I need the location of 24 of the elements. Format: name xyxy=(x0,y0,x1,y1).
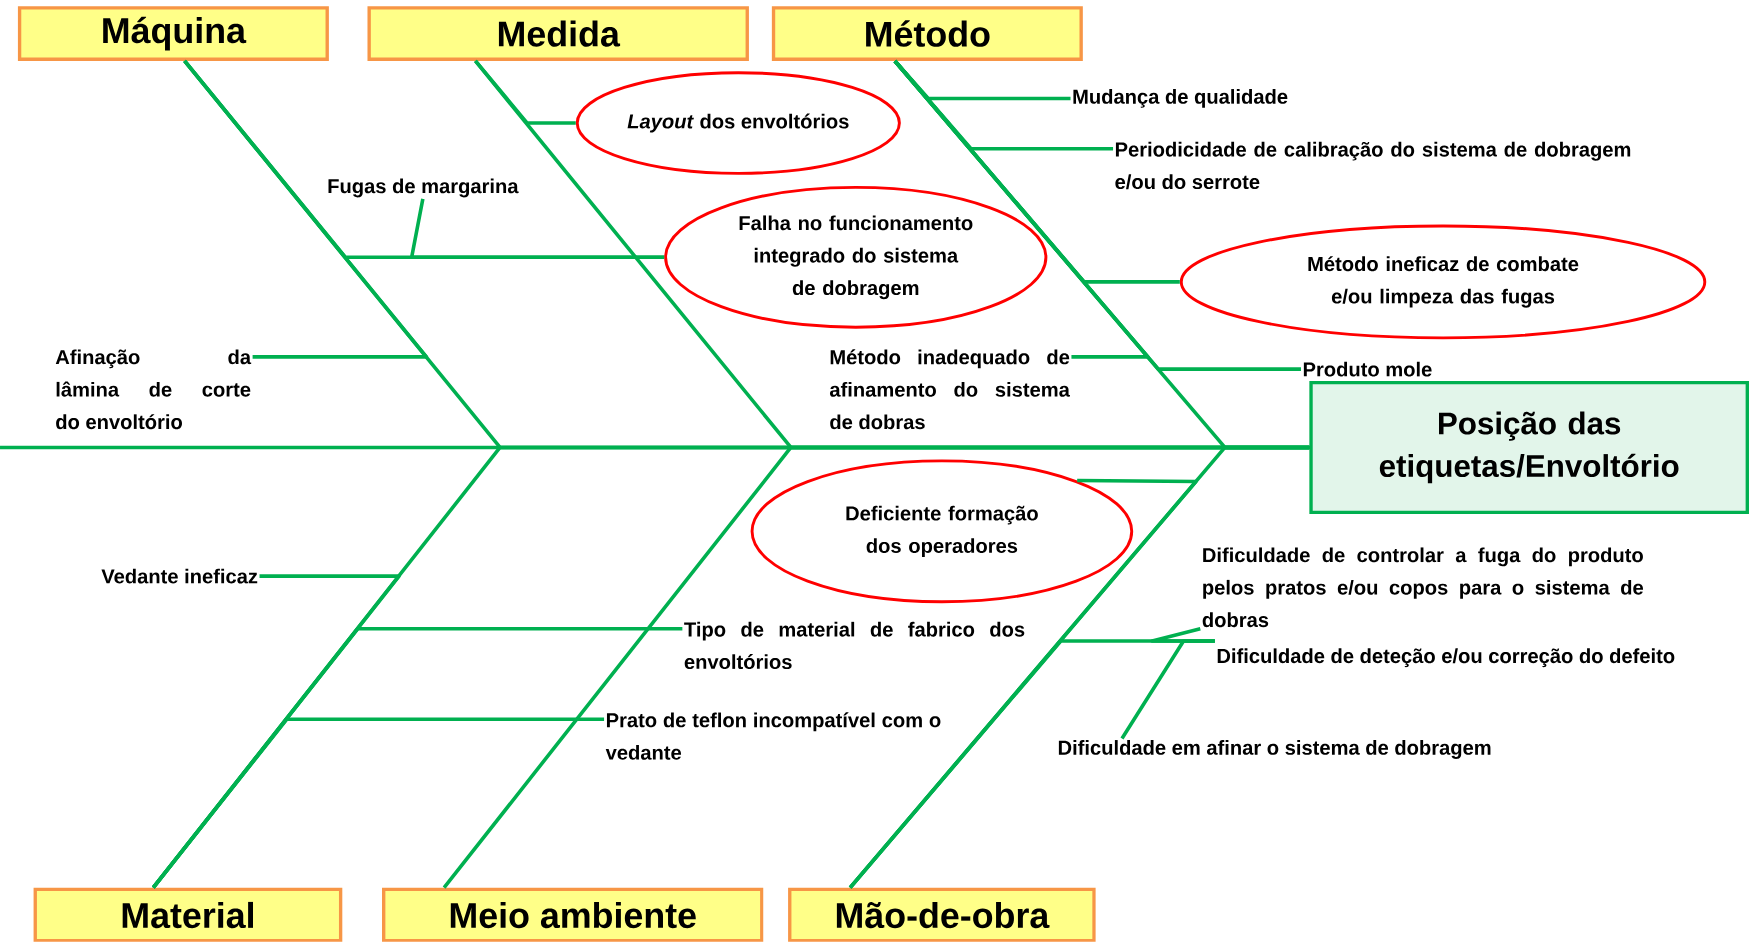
category-box: Meio ambiente xyxy=(382,887,764,942)
cause-text: Tipo de material de fabrico dos envoltórios xyxy=(684,621,1025,670)
cause-text: Mudança de qualidade xyxy=(1073,89,1288,108)
cause-text: Afinação da lâmina de corte do envoltório xyxy=(55,349,252,430)
cause-line xyxy=(474,59,576,125)
sub-cause-line xyxy=(1120,639,1215,740)
cause-text: Método inadequado de afinamento do sistema de dobras xyxy=(829,349,1070,430)
cause-line xyxy=(893,59,1301,371)
category-box: Medida xyxy=(367,6,749,62)
cause-text: Fugas de margarina xyxy=(328,178,519,198)
category-box: Material xyxy=(33,887,343,942)
category-box: Método xyxy=(771,6,1083,62)
effect-box: Posição das etiquetas/Envoltório xyxy=(1309,380,1749,515)
cause-text: Dificuldade de deteção e/ou correção do defeito xyxy=(1217,648,1675,668)
category-box: Mão-de-obra xyxy=(788,887,1096,942)
cause-text: Prato de teflon incompatível com o vedante xyxy=(605,712,941,760)
cause-text: Dificuldade de controlar a fuga do produto pelos pratos e/ou copos para o sistema de dobras xyxy=(1202,547,1644,628)
cause-text: Vedante ineficaz xyxy=(101,568,258,584)
cause-line xyxy=(183,59,429,359)
cause-text: Produto mole xyxy=(1303,361,1432,377)
cause-line xyxy=(151,717,605,889)
cause-text: Periodicidade de calibração do sistema de dobragem e/ou do serrote xyxy=(1115,141,1631,190)
cause-text: Dificuldade em afinar o sistema de dobragem xyxy=(1058,740,1491,759)
category-box: Máquina xyxy=(17,6,329,62)
